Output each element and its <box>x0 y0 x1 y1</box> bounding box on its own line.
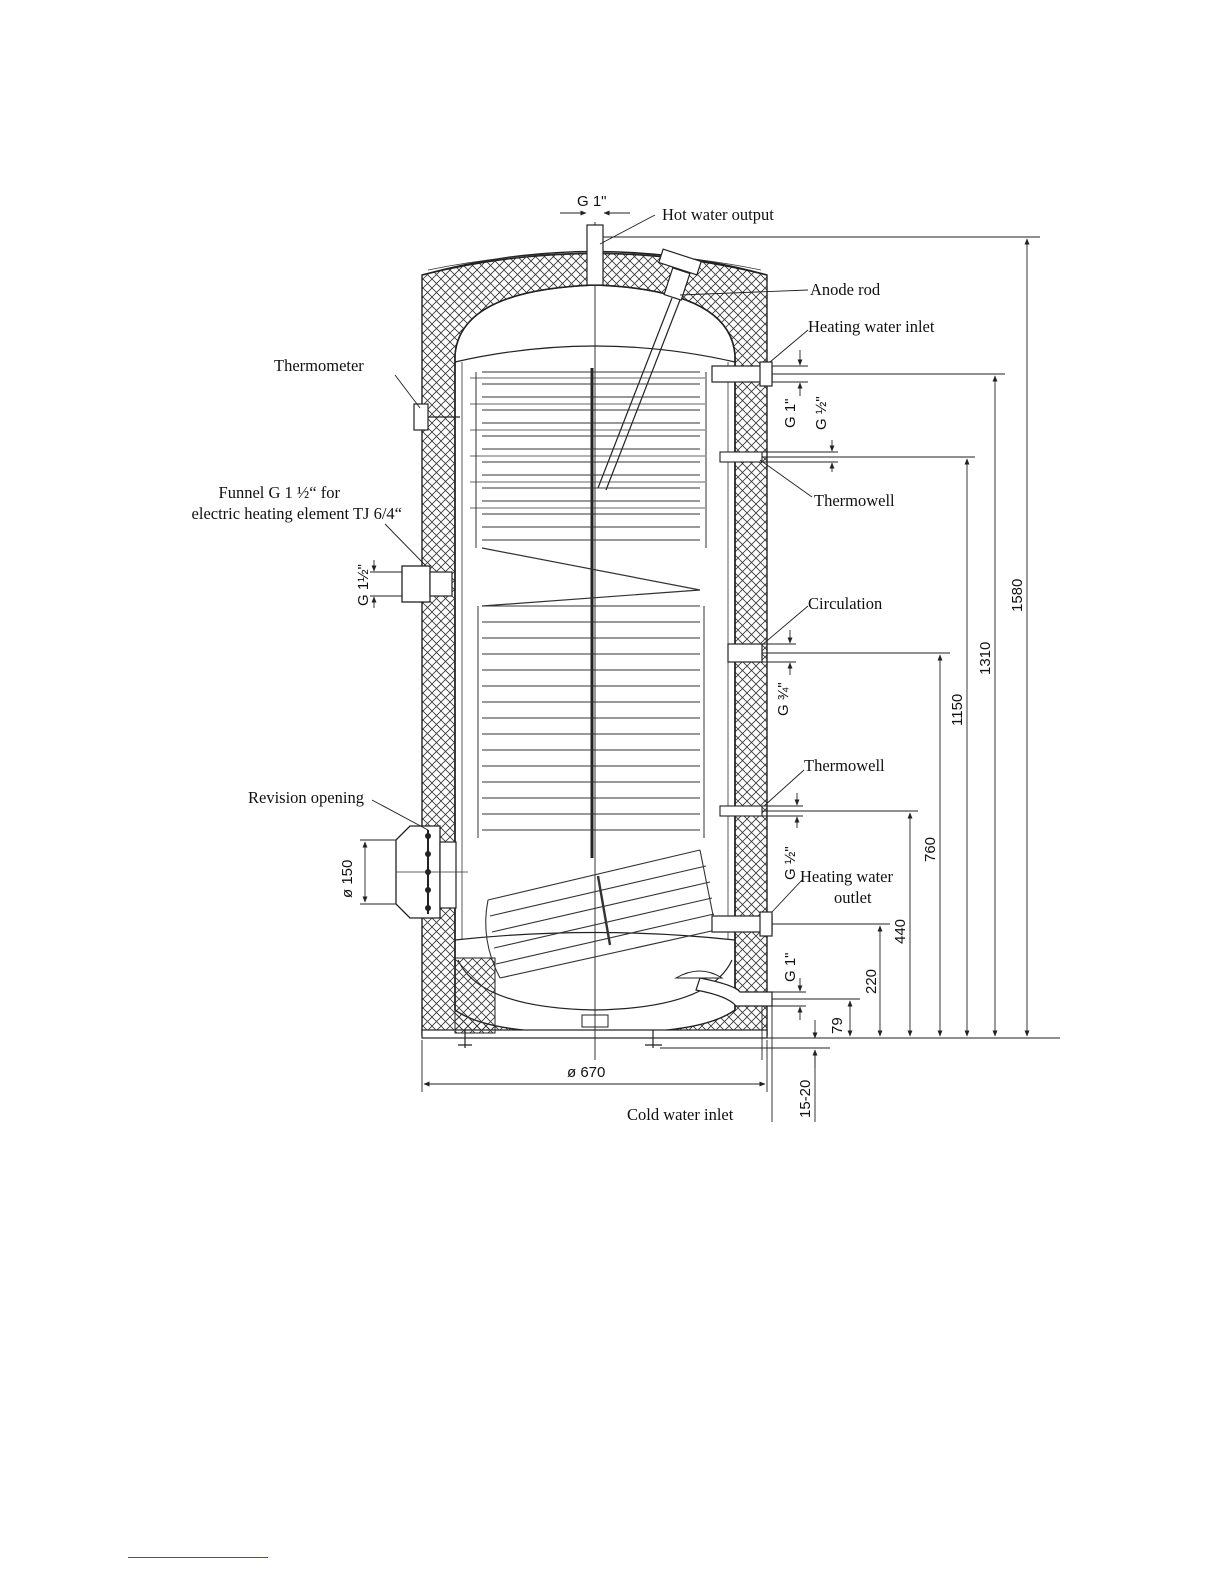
label-cold-water-inlet: Cold water inlet <box>627 1105 734 1124</box>
dim-440: 440 <box>892 919 909 944</box>
label-revision-opening: Revision opening <box>248 788 364 807</box>
dim-diameter: ø 670 <box>567 1064 605 1081</box>
thermometer-fitting <box>414 404 428 430</box>
dim-1150: 1150 <box>949 694 966 726</box>
upper-coil <box>470 372 706 606</box>
label-hot-water-output: Hot water output <box>662 205 774 224</box>
thread-heating-inlet: G 1" <box>782 398 799 428</box>
base-support-left <box>455 958 495 1033</box>
label-thermowell-bottom: Thermowell <box>804 756 885 775</box>
circulation-pipe <box>728 644 762 662</box>
funnel-nipple <box>430 572 452 596</box>
thread-top: G 1" <box>577 193 607 210</box>
dim-1310: 1310 <box>977 642 994 675</box>
label-anode-rod: Anode rod <box>810 280 881 299</box>
thread-funnel: G 1½" <box>355 564 372 606</box>
dim-760: 760 <box>922 837 939 862</box>
label-circulation: Circulation <box>808 594 882 613</box>
lower-coil <box>486 850 716 978</box>
heating-water-inlet-flange <box>760 362 772 386</box>
dim-220: 220 <box>863 969 880 994</box>
label-thermowell-top: Thermowell <box>814 491 895 510</box>
cold-water-deflector <box>676 971 722 978</box>
label-funnel-line2: electric heating element TJ 6/4“ <box>192 504 402 523</box>
label-thermometer: Thermometer <box>274 356 364 375</box>
heating-water-outlet-flange <box>760 912 772 936</box>
dim-revision-diameter: ø 150 <box>339 860 356 898</box>
footnote-separator <box>128 1557 268 1558</box>
thread-thermowell-bottom: G ½" <box>782 846 799 880</box>
thread-thermowell-top: G ½" <box>813 396 830 430</box>
label-heating-water-outlet-2: outlet <box>834 888 872 907</box>
label-heating-water-inlet: Heating water inlet <box>808 317 935 336</box>
dim-79: 79 <box>829 1017 846 1034</box>
revision-opening <box>396 826 468 918</box>
dim-1580: 1580 <box>1009 579 1026 612</box>
hot-water-output-pipe <box>587 225 603 285</box>
thermowell-bottom-fitting <box>720 806 762 816</box>
thread-circulation: G ¾" <box>775 682 792 716</box>
funnel-fitting <box>402 566 430 602</box>
thread-heating-outlet: G 1" <box>782 952 799 982</box>
label-heating-water-outlet-1: Heating water <box>800 867 894 886</box>
dim-feet: 15-20 <box>797 1080 814 1118</box>
label-funnel-line1: Funnel G 1 ½“ for <box>219 483 341 502</box>
thermowell-top-fitting <box>720 452 762 462</box>
